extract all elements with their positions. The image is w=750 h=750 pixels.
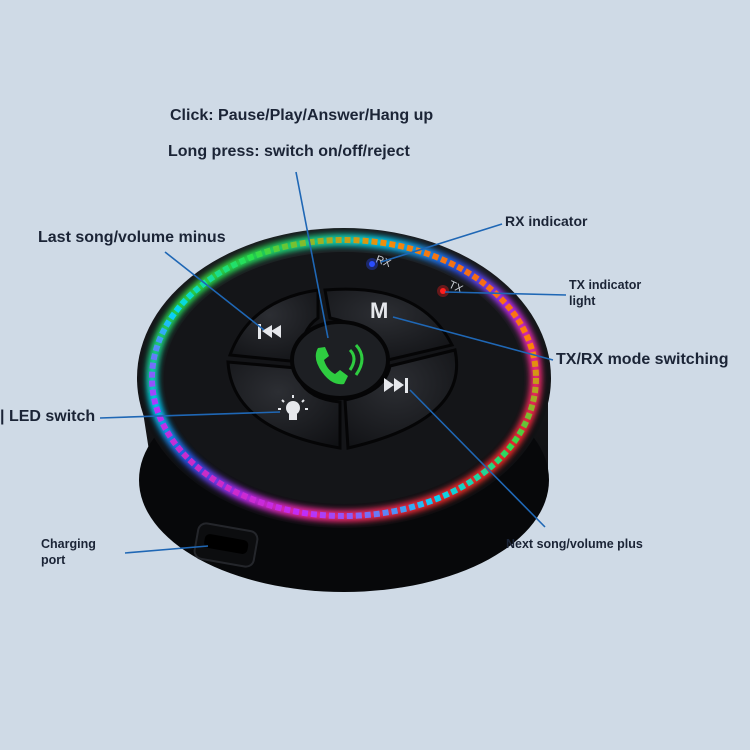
charging-line1: Charging	[41, 537, 96, 551]
light-bulb-icon	[278, 395, 308, 420]
previous-callout	[164, 251, 265, 331]
tx-indicator-label: TX indicator light	[569, 277, 689, 309]
tx-callout	[444, 291, 567, 296]
rx-callout	[380, 223, 503, 263]
mode-switching-label: TX/RX mode switching	[556, 351, 729, 368]
next-callout	[409, 389, 546, 528]
mode-callout	[392, 316, 554, 361]
next-track-icon	[384, 378, 408, 393]
previous-track-icon	[258, 324, 281, 339]
long-press-label: Long press: switch on/off/reject	[168, 143, 410, 160]
charging-port-label: Charging port	[41, 536, 121, 568]
center-button-callout	[295, 171, 329, 339]
center-phone-button[interactable]	[290, 320, 390, 400]
rgb-led-ring	[149, 237, 539, 519]
led-switch-callout	[99, 411, 281, 419]
callout-lines	[99, 171, 567, 554]
led-switch-edge: |	[0, 408, 5, 425]
tx-indicator-line1: TX indicator	[569, 278, 642, 292]
next-song-label: Next song/volume plus	[506, 537, 643, 551]
click-label: Click: Pause/Play/Answer/Hang up	[170, 107, 434, 124]
tx-indicator-line2: light	[569, 294, 596, 308]
mode-button-label: M	[370, 298, 388, 323]
tx-led	[440, 288, 446, 294]
phone-icon	[315, 343, 364, 385]
charging-callout	[124, 545, 209, 554]
rx-indicator-label: RX indicator	[505, 213, 588, 229]
led-switch-text: LED switch	[8, 408, 96, 425]
rx-led	[369, 261, 375, 267]
button-cluster	[226, 287, 458, 450]
last-song-label: Last song/volume minus	[38, 229, 226, 246]
charging-line2: port	[41, 553, 66, 567]
led-switch-label: | LED switch	[0, 408, 95, 426]
